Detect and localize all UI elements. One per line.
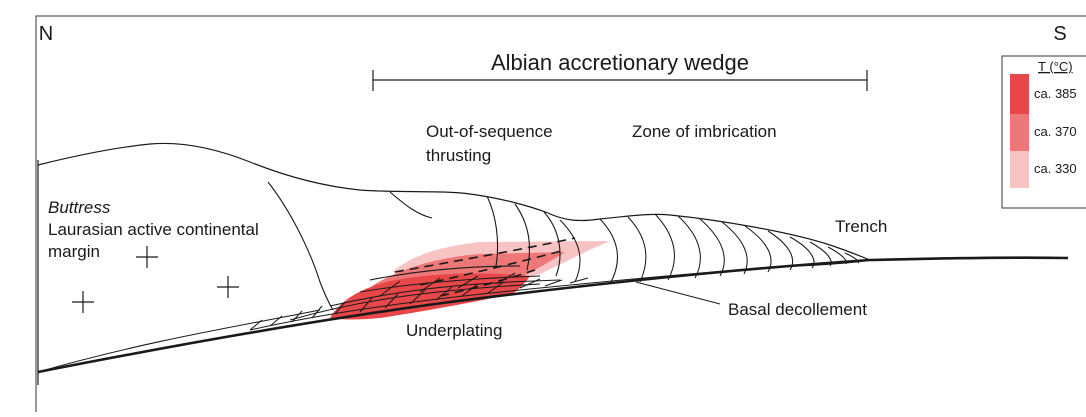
figure-frame xyxy=(36,16,1086,412)
basal-decollement-line xyxy=(38,258,1068,372)
label-laurasian-margin-1: Laurasian active continental xyxy=(48,220,259,239)
legend-label-330: ca. 330 xyxy=(1034,161,1077,176)
buttress-backstop xyxy=(268,182,333,310)
label-basal-decollement: Basal decollement xyxy=(728,300,867,319)
label-laurasian-margin-2: margin xyxy=(48,242,100,261)
legend-swatch-385 xyxy=(1010,74,1029,114)
label-zone-of-imbrication: Zone of imbrication xyxy=(632,122,777,141)
diagram-title: Albian accretionary wedge xyxy=(491,50,749,75)
label-underplating: Underplating xyxy=(406,321,502,340)
basal-decollement-leader xyxy=(636,282,720,304)
label-buttress: Buttress xyxy=(48,198,111,217)
south-label: S xyxy=(1053,23,1066,45)
wedge-surface xyxy=(548,213,870,260)
legend-label-370: ca. 370 xyxy=(1034,124,1077,139)
temperature-legend: T (°C) ca. 385 ca. 370 ca. 330 xyxy=(1002,56,1086,208)
legend-label-385: ca. 385 xyxy=(1034,86,1077,101)
legend-title: T (°C) xyxy=(1038,59,1073,74)
label-trench: Trench xyxy=(835,217,887,236)
label-thrusting: thrusting xyxy=(426,146,491,165)
label-out-of-sequence: Out-of-sequence xyxy=(426,122,553,141)
legend-swatch-370 xyxy=(1010,114,1029,151)
north-label: N xyxy=(39,23,53,45)
oos-fault-upper xyxy=(390,192,432,218)
legend-swatch-330 xyxy=(1010,151,1029,188)
